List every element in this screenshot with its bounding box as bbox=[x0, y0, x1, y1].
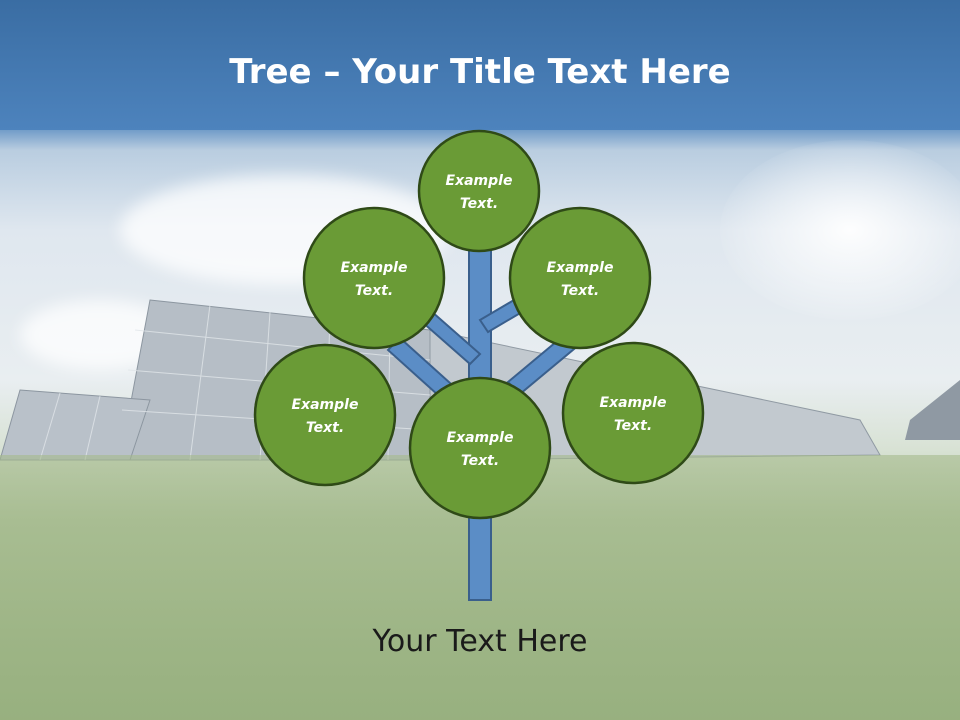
slide-title: Tree – Your Title Text Here bbox=[0, 52, 960, 92]
node-label-line2: Text. bbox=[614, 418, 652, 434]
node-label-line2: Text. bbox=[561, 283, 599, 299]
node-label-line2: Text. bbox=[355, 283, 393, 299]
bottom-caption: Your Text Here bbox=[372, 624, 588, 659]
title-bold-word: Tree bbox=[229, 52, 312, 92]
tree-node: Example Text. bbox=[417, 129, 541, 253]
node-label-line2: Text. bbox=[306, 420, 344, 436]
tree-node: Example Text. bbox=[408, 376, 552, 520]
node-label-line1: Example bbox=[447, 430, 514, 446]
tree-node: Example Text. bbox=[253, 343, 397, 487]
node-label-line1: Example bbox=[600, 395, 667, 411]
node-label-line2: Text. bbox=[460, 196, 498, 212]
tree-node: Example Text. bbox=[561, 341, 705, 485]
tree-node: Example Text. bbox=[302, 206, 446, 350]
tree-node: Example Text. bbox=[508, 206, 652, 350]
node-label-line1: Example bbox=[292, 397, 359, 413]
node-label-line1: Example bbox=[446, 173, 513, 189]
node-label-line2: Text. bbox=[461, 453, 499, 469]
title-dash: – bbox=[311, 52, 353, 92]
title-rest: Your Title Text Here bbox=[352, 52, 731, 92]
node-label-line1: Example bbox=[547, 260, 614, 276]
sun-glow bbox=[720, 140, 960, 320]
sky-header-band bbox=[0, 0, 960, 130]
node-label-line1: Example bbox=[341, 260, 408, 276]
